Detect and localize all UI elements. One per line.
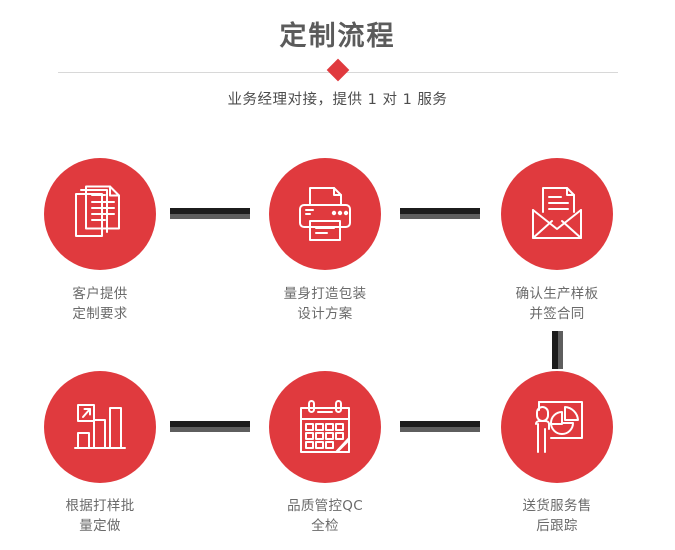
- presenter-pie-chart-icon: [526, 396, 588, 458]
- step-label: 根据打样批 量定做: [65, 498, 135, 534]
- connector-bar-dark: [400, 208, 480, 214]
- connector-bar-dark: [400, 421, 480, 427]
- step-icon-circle: [269, 158, 381, 270]
- step-icon-circle: [501, 158, 613, 270]
- header-subtitle: 业务经理对接，提供 1 对 1 服务: [227, 92, 448, 108]
- step-icon-circle: [501, 371, 613, 483]
- connector-bar-gray: [400, 427, 480, 432]
- process-flow-section: 客户提供 定制要求 量身打造包装 设计方案: [0, 140, 675, 550]
- diamond-ornament-icon: [326, 58, 350, 82]
- process-step-2[interactable]: 量身打造包装 设计方案: [240, 158, 410, 324]
- bar-chart-growth-icon: [70, 397, 130, 457]
- step-icon-circle: [269, 371, 381, 483]
- connector-step1-step2: [170, 208, 250, 219]
- process-step-4[interactable]: 根据打样批 量定做: [15, 371, 185, 536]
- connector-bar-gray: [558, 331, 563, 369]
- process-step-3[interactable]: 确认生产样板 并签合同: [472, 158, 642, 324]
- connector-bar-gray: [170, 427, 250, 432]
- process-step-5[interactable]: 品质管控QC 全检: [240, 371, 410, 536]
- connector-step4-step5: [170, 421, 250, 432]
- step-label: 品质管控QC 全检: [287, 498, 363, 534]
- step-icon-circle: [44, 371, 156, 483]
- connector-step3-step6-vertical: [552, 331, 563, 369]
- step-label: 确认生产样板 并签合同: [515, 286, 599, 322]
- page-title: 定制流程: [279, 21, 396, 52]
- connector-bar-dark: [552, 331, 558, 369]
- documents-stack-icon: [69, 183, 131, 245]
- connector-bar-gray: [170, 214, 250, 219]
- connector-bar-dark: [170, 421, 250, 427]
- printer-icon: [294, 183, 356, 245]
- open-envelope-document-icon: [526, 183, 588, 245]
- connector-bar-dark: [170, 208, 250, 214]
- connector-step2-step3: [400, 208, 480, 219]
- step-label: 客户提供 定制要求: [72, 286, 128, 322]
- process-step-1[interactable]: 客户提供 定制要求: [15, 158, 185, 324]
- process-step-6[interactable]: 送货服务售 后跟踪: [472, 371, 642, 536]
- connector-bar-gray: [400, 214, 480, 219]
- step-icon-circle: [44, 158, 156, 270]
- connector-step5-step6: [400, 421, 480, 432]
- step-label: 量身打造包装 设计方案: [283, 286, 367, 322]
- step-label: 送货服务售 后跟踪: [522, 498, 592, 534]
- calendar-icon: [294, 396, 356, 458]
- header-section: 定制流程 业务经理对接，提供 1 对 1 服务: [0, 0, 675, 140]
